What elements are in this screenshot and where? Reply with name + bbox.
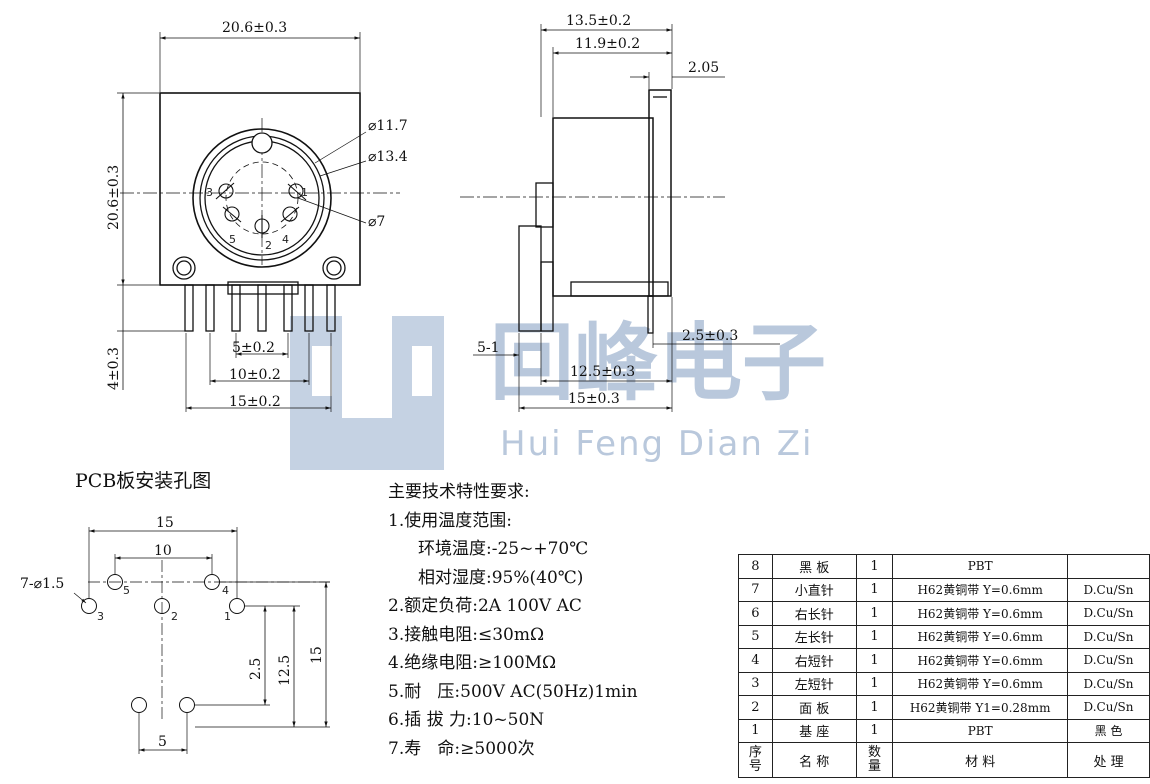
side-span-full: 15±0.3 [568,391,620,407]
spec-line-1b: 相对湿度:95%(40℃) [418,567,584,588]
pin-label-4: 4 [282,233,289,246]
pcb-hole-label-1: 1 [224,610,231,623]
pcb-layout [73,527,330,754]
pcb-h-mid: 12.5 [277,655,293,686]
side-span-mid: 12.5±0.3 [570,364,635,380]
spec-heading: 主要技术特性要求: [388,482,530,502]
watermark-logo [290,316,444,470]
pin-spacing-15: 15±0.2 [229,394,281,410]
pcb-title: PCB板安装孔图 [75,470,212,492]
front-height-dim: 20.6±0.3 [106,165,122,230]
pin-spacing-10: 10±0.2 [229,367,281,383]
pcb-width-outer: 15 [156,515,174,531]
pcb-hole-dim: 7-⌀1.5 [20,576,64,592]
dia-7: ⌀7 [368,214,385,230]
side-offset: 5-1 [477,340,500,356]
front-pin-height-dim: 4±0.3 [106,347,122,390]
header-name: 名 称 [771,742,857,778]
pcb-h-full: 15 [309,646,325,664]
side-flange: 2.05 [688,60,719,76]
front-view [117,32,400,412]
pcb-hole-label-4: 4 [222,584,229,597]
spec-line-7: 7.寿 命:≥5000次 [388,738,535,759]
watermark-cn: 回峰电子 [490,314,826,412]
front-width-dim: 20.6±0.3 [222,20,287,36]
spec-line-6: 6.插 拔 力:10~50N [388,710,545,730]
header-qty-top: 数 [867,745,881,760]
dia-11-7: ⌀11.7 [368,118,408,134]
side-depth-outer: 13.5±0.2 [566,13,631,29]
pin-spacing-5: 5±0.2 [232,340,275,356]
spec-line-5: 5.耐 压:500V AC(50Hz)1min [388,681,638,702]
pin-label-3: 3 [206,186,213,199]
pcb-h-small: 2.5 [248,658,264,680]
pcb-width-bottom: 5 [158,734,167,750]
table-header-row: 序号 名 称 数量 材 料 处 理 [738,742,1150,778]
header-qty-bottom: 量 [867,759,881,774]
side-view [460,24,780,412]
pcb-hole-label-3: 3 [97,610,104,623]
pcb-hole-label-2: 2 [171,610,178,623]
pcb-hole-label-5: 5 [123,584,130,597]
spec-line-2: 2.额定负荷:2A 100V AC [388,596,582,616]
pin-label-5: 5 [229,233,236,246]
header-finish: 处 理 [1067,742,1150,778]
watermark-en: Hui Feng Dian Zi [500,424,813,464]
spec-line-4: 4.绝缘电阻:≥100MΩ [388,653,557,673]
spec-list: 主要技术特性要求: 1.使用温度范围: 环境温度:-25~+70℃ 相对湿度:9… [388,478,733,763]
header-material: 材 料 [892,742,1069,778]
pin-label-1: 1 [301,186,308,199]
spec-line-1a: 环境温度:-25~+70℃ [418,539,589,559]
watermark: 回峰电子 Hui Feng Dian Zi [290,314,826,470]
spec-line-3: 3.接触电阻:≤30mΩ [388,624,545,645]
header-no-bottom: 号 [748,759,762,774]
dia-13-4: ⌀13.4 [368,149,408,165]
side-pin-len: 2.5±0.3 [682,328,738,344]
pcb-width-inner: 10 [154,543,172,559]
pin-label-2: 2 [265,239,272,252]
side-depth-inner: 11.9±0.2 [575,36,640,52]
spec-line-1: 1.使用温度范围: [388,510,512,531]
header-no-top: 序 [748,745,762,760]
